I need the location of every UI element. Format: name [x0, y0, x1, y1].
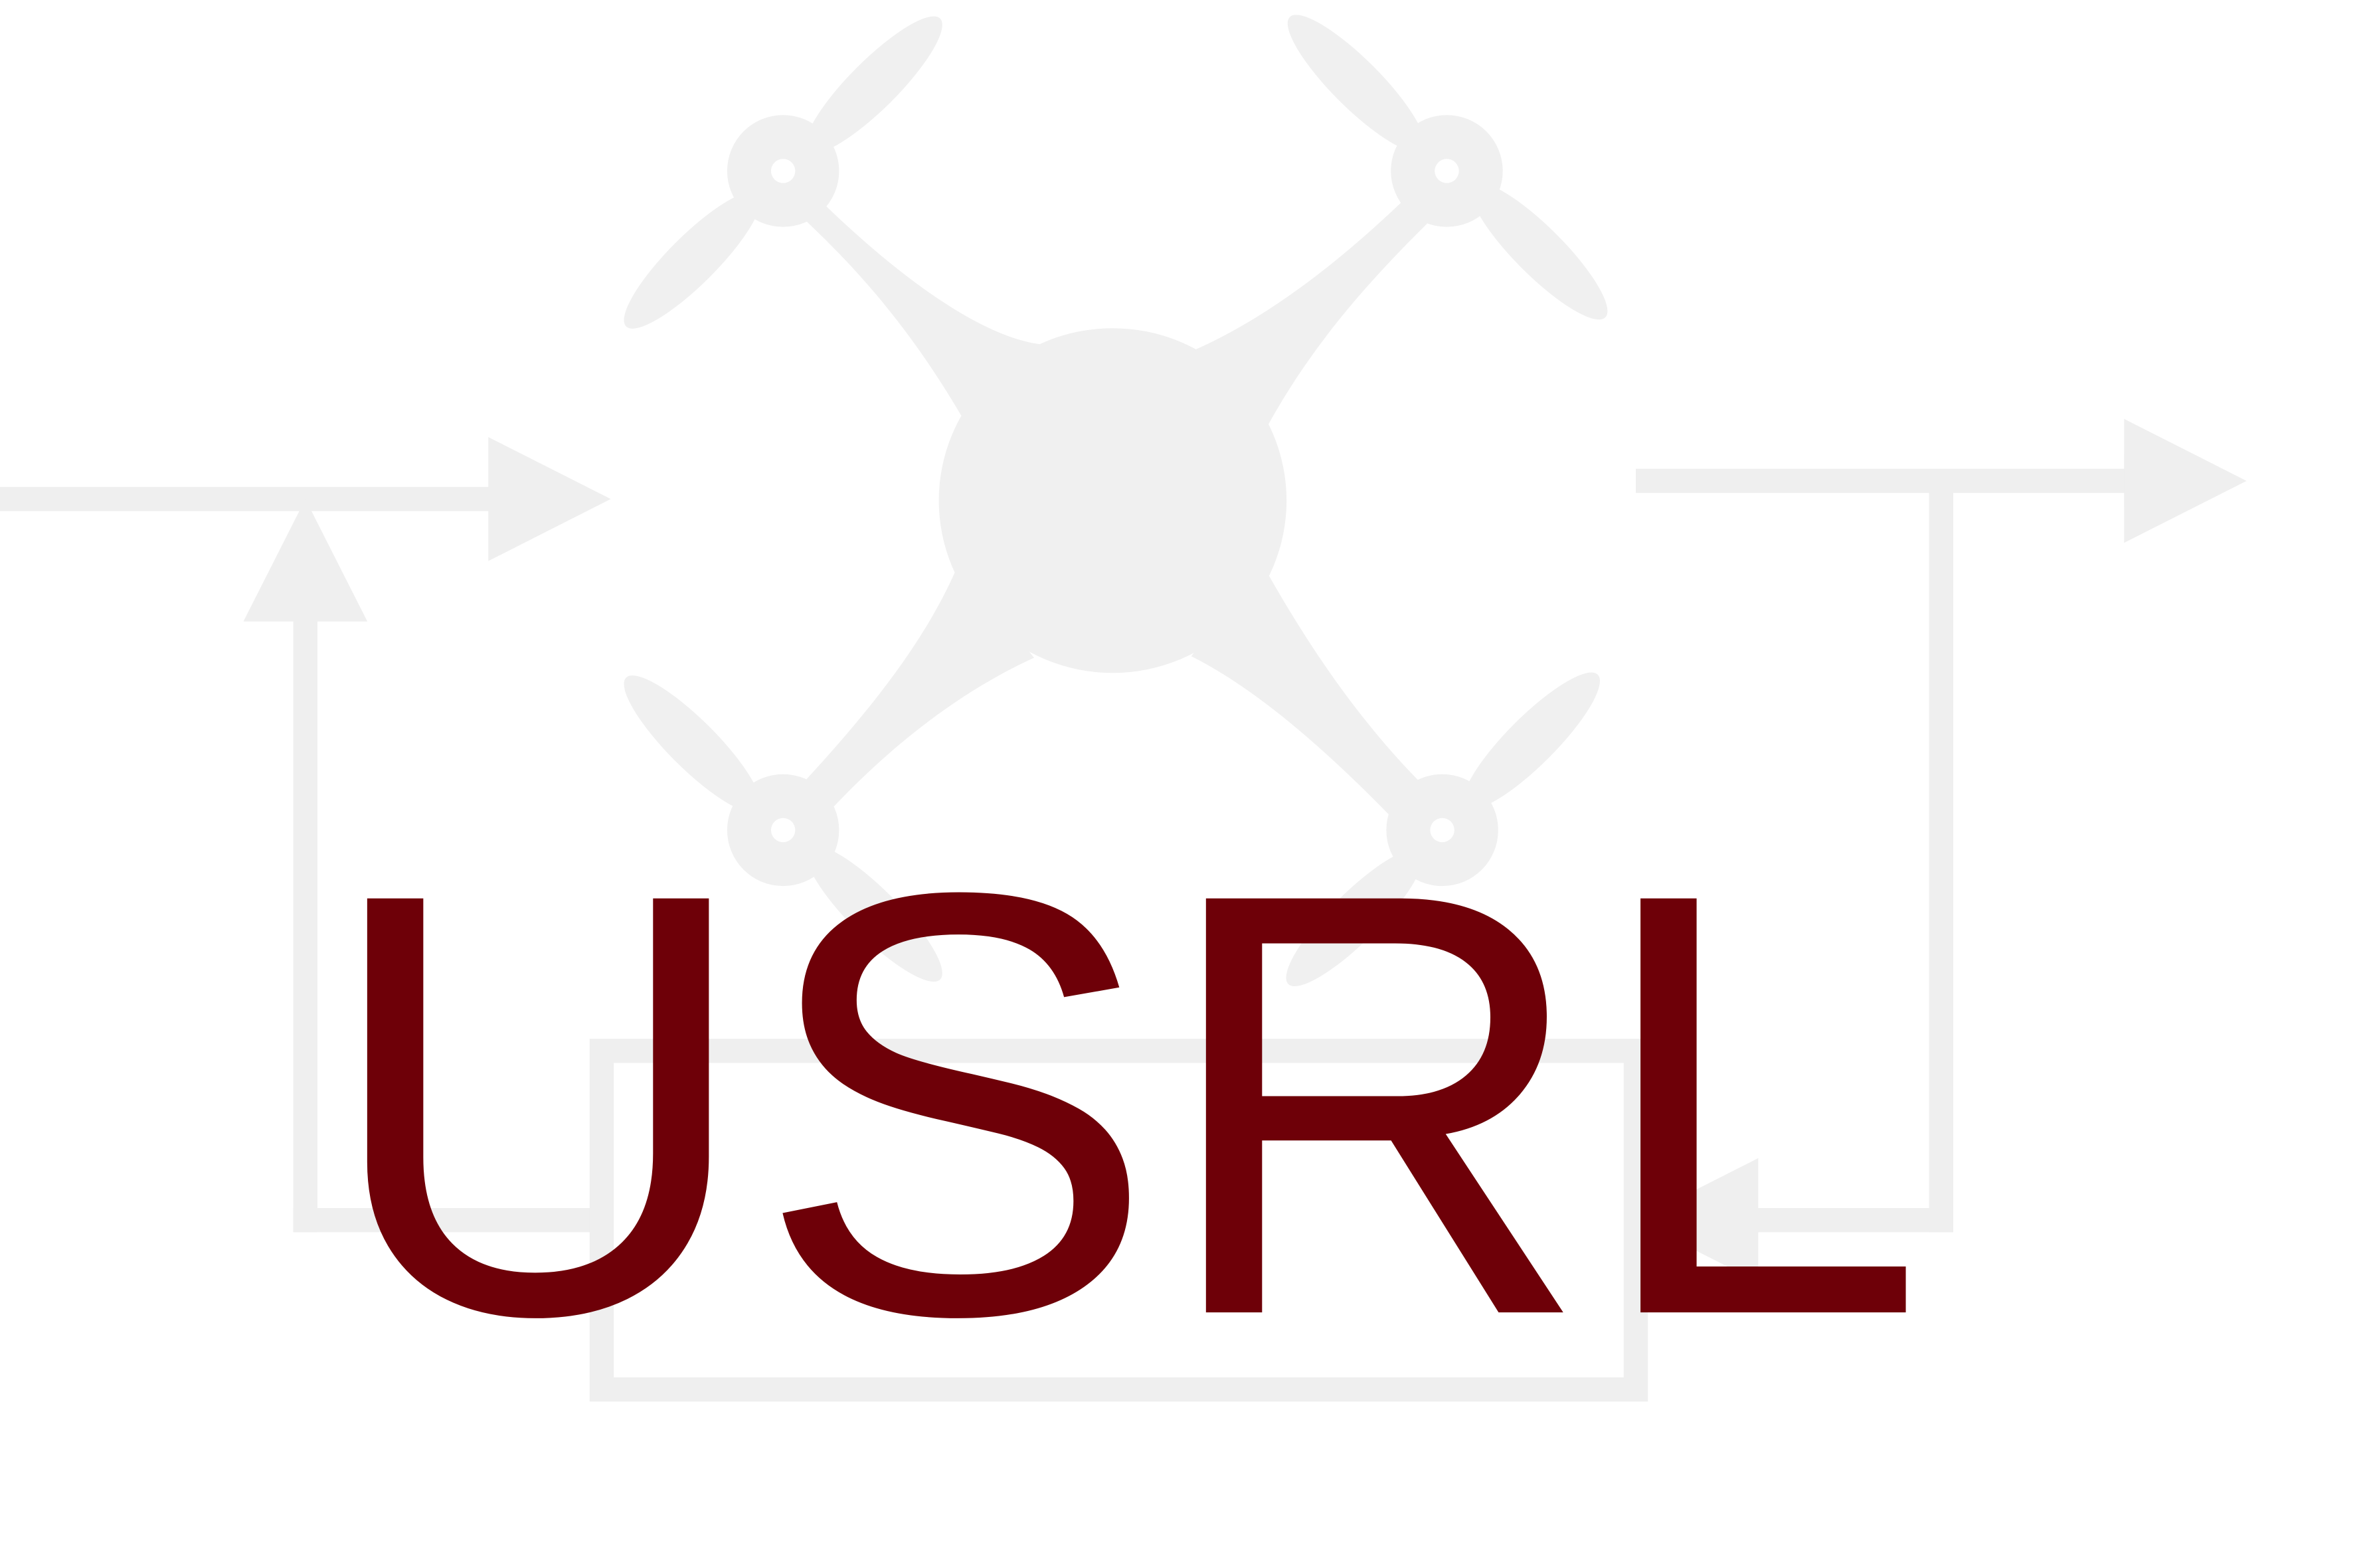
- propeller-top-right: [1287, 15, 1608, 320]
- feedback-loop-lines: [0, 468, 2135, 1233]
- drone-arm-bottom-left: [783, 564, 1035, 826]
- propeller-bottom-left: [624, 675, 942, 982]
- drone-arm-top-left: [783, 191, 1047, 427]
- propeller-top-left: [624, 16, 942, 329]
- drone-arm-bottom-right: [1191, 564, 1425, 817]
- arrow-right-icon: [488, 437, 611, 561]
- arrow-right-icon: [2124, 418, 2247, 543]
- usrl-label: USRL: [321, 768, 1926, 1440]
- drone-body: [938, 328, 1287, 673]
- arrow-left-icon: [1635, 1158, 1759, 1282]
- drone-arm-top-right: [1185, 187, 1447, 436]
- arrow-up-icon: [243, 499, 368, 622]
- usrl-label-box: [589, 1039, 1648, 1402]
- quadcopter-drone-icon: [624, 15, 1608, 987]
- propeller-bottom-right: [1286, 672, 1600, 987]
